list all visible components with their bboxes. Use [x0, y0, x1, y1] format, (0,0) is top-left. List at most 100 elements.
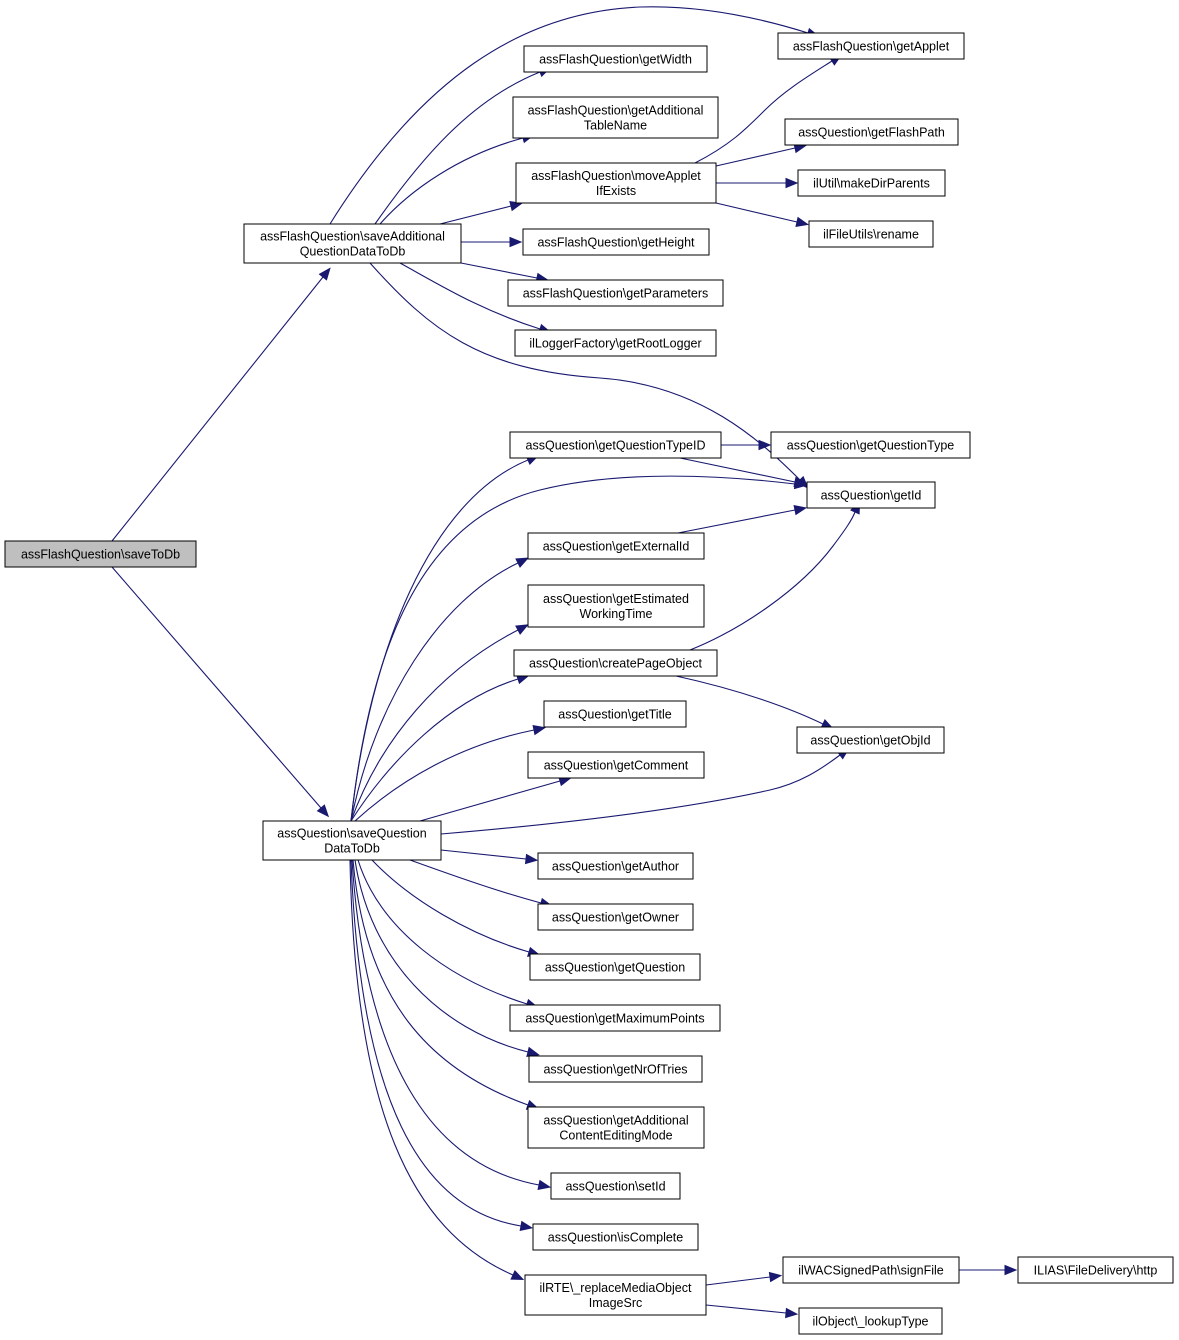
arrowhead-icon — [316, 804, 330, 818]
edge-saveQ-to-isComplete — [350, 859, 534, 1232]
node-getHeight[interactable]: assFlashQuestion\getHeight — [522, 228, 710, 256]
node-getOwner[interactable]: assQuestion\getOwner — [537, 903, 694, 931]
edge-line — [350, 459, 529, 822]
node-label: ilWACSignedPath\signFile — [798, 1264, 943, 1278]
node-createPage[interactable]: assQuestion\createPageObject — [513, 649, 718, 677]
node-label: assQuestion\getQuestion — [545, 961, 685, 975]
edge-line — [354, 859, 529, 1053]
node-root[interactable]: assFlashQuestion\saveToDb — [4, 540, 197, 568]
node-getQType[interactable]: assQuestion\getQuestionType — [770, 431, 971, 459]
node-box — [529, 953, 701, 981]
node-getQuestion[interactable]: assQuestion\getQuestion — [529, 953, 701, 981]
node-box — [509, 1004, 721, 1032]
node-label: ContentEditingMode — [559, 1129, 672, 1143]
node-box — [509, 431, 722, 459]
arrowhead-icon — [532, 724, 547, 736]
edge-saveQ-to-getComment — [419, 776, 572, 822]
arrowhead-icon — [526, 1046, 540, 1057]
node-getQTypeID[interactable]: assQuestion\getQuestionTypeID — [509, 431, 722, 459]
edge-line — [399, 262, 541, 330]
node-box — [782, 1256, 960, 1284]
edge-saveQ-to-createPage — [350, 674, 530, 822]
node-getFlashPath[interactable]: assQuestion\getFlashPath — [784, 118, 959, 146]
node-label: assQuestion\getExternalId — [543, 540, 690, 554]
edge-line — [379, 137, 524, 225]
edge-line — [677, 509, 796, 534]
node-label: assFlashQuestion\getParameters — [523, 287, 709, 301]
node-box — [537, 852, 694, 880]
node-label: assQuestion\getEstimated — [543, 592, 689, 606]
node-box — [527, 1106, 705, 1149]
node-makeDirParents[interactable]: ilUtil\makeDirParents — [797, 169, 946, 197]
node-getNrOfTries[interactable]: assQuestion\getNrOfTries — [528, 1055, 703, 1083]
node-box — [4, 540, 197, 568]
node-label: ilFileUtils\rename — [823, 228, 919, 242]
edges-layer — [111, 6, 1018, 1319]
node-box — [537, 903, 694, 931]
nodes-layer: assFlashQuestion\saveToDb assFlashQuestio… — [4, 32, 1174, 1335]
edge-saveQ-to-setId — [351, 859, 552, 1191]
node-box — [532, 1223, 699, 1251]
node-box — [806, 481, 936, 509]
node-label: assFlashQuestion\getAdditional — [528, 104, 704, 118]
node-getAddContent[interactable]: assQuestion\getAdditionalContentEditingM… — [527, 1106, 705, 1149]
node-label: assFlashQuestion\getHeight — [537, 236, 695, 250]
edge-line — [439, 205, 512, 225]
node-http[interactable]: ILIAS\FileDelivery\http — [1017, 1256, 1174, 1284]
arrowhead-icon — [318, 267, 331, 281]
node-rename[interactable]: ilFileUtils\rename — [808, 220, 934, 248]
node-label: assQuestion\getFlashPath — [798, 126, 945, 140]
node-getId[interactable]: assQuestion\getId — [806, 481, 936, 509]
edge-line — [369, 262, 801, 481]
node-getApplet[interactable]: assFlashQuestion\getApplet — [777, 32, 965, 60]
node-label: assQuestion\getObjId — [810, 734, 930, 748]
node-getObjId[interactable]: assQuestion\getObjId — [796, 726, 945, 754]
edge-moveApplet-to-rename — [715, 202, 809, 228]
node-lookupType[interactable]: ilObject\_lookupType — [798, 1307, 943, 1335]
node-getParameters[interactable]: assFlashQuestion\getParameters — [507, 279, 724, 307]
edge-signFile-to-http — [959, 1264, 1018, 1276]
node-label: assQuestion\getMaximumPoints — [525, 1012, 704, 1026]
arrowhead-icon — [515, 624, 529, 635]
edge-line — [419, 780, 561, 822]
edge-line — [111, 276, 324, 542]
node-getComment[interactable]: assQuestion\getComment — [527, 751, 705, 779]
node-box — [550, 1172, 681, 1200]
edge-createPage-to-getObjId — [675, 675, 835, 730]
edge-saveQ-to-getEstimated — [350, 624, 529, 822]
node-label: ilUtil\makeDirParents — [813, 177, 930, 191]
node-getExternalId[interactable]: assQuestion\getExternalId — [527, 532, 705, 560]
arrowhead-icon — [519, 1220, 534, 1232]
node-getAuthor[interactable]: assQuestion\getAuthor — [537, 852, 694, 880]
node-signFile[interactable]: ilWACSignedPath\signFile — [782, 1256, 960, 1284]
edge-line — [715, 202, 798, 223]
edge-replaceMedia-to-signFile — [705, 1271, 783, 1286]
edge-line — [440, 754, 841, 835]
node-getWidth[interactable]: assFlashQuestion\getWidth — [523, 45, 708, 73]
node-box — [797, 169, 946, 197]
edge-saveQ-to-getExternalId — [350, 557, 530, 822]
edge-saveQ-to-getAuthor — [440, 849, 539, 865]
node-getMaxPoints[interactable]: assQuestion\getMaximumPoints — [509, 1004, 721, 1032]
edge-getQTypeID-to-getQType — [721, 439, 772, 451]
node-getTitle[interactable]: assQuestion\getTitle — [543, 700, 687, 728]
node-label: assQuestion\saveQuestion — [277, 827, 426, 841]
edge-replaceMedia-to-lookupType — [705, 1304, 799, 1319]
node-label: QuestionDataToDb — [300, 245, 406, 259]
node-label: IfExists — [596, 184, 636, 198]
edge-line — [352, 859, 529, 1106]
node-isComplete[interactable]: assQuestion\isComplete — [532, 1223, 699, 1251]
edge-root-to-saveQ — [111, 566, 330, 818]
edge-getExternalId-to-getId — [677, 504, 808, 534]
node-saveAdd[interactable]: assFlashQuestion\saveAdditionalQuestionD… — [243, 223, 462, 264]
node-label: assQuestion\getQuestionTypeID — [526, 439, 706, 453]
edge-root-to-saveAdd — [111, 267, 331, 542]
edge-line — [350, 562, 519, 822]
node-getRootLogger[interactable]: ilLoggerFactory\getRootLogger — [514, 329, 717, 357]
node-setId[interactable]: assQuestion\setId — [550, 1172, 681, 1200]
